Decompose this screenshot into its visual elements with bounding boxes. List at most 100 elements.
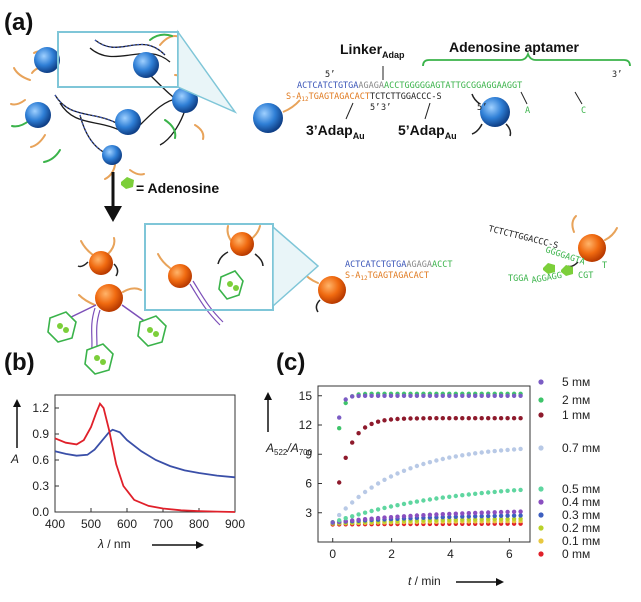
x-tick-label-c: 6 xyxy=(506,547,513,561)
data-point-c-5 xyxy=(492,510,497,515)
adenosine-label: = Adenosine xyxy=(136,180,219,196)
data-point-c-4 xyxy=(498,489,504,494)
y-tick-label-c: 15 xyxy=(299,389,313,403)
data-point-c-1 xyxy=(343,400,348,406)
data-point-c-4 xyxy=(362,510,368,515)
y-tick-label-b: 0.0 xyxy=(32,505,49,519)
data-point-c-6 xyxy=(486,513,491,519)
prime-5-top: 5’ xyxy=(325,70,335,80)
data-point-c-5 xyxy=(460,511,465,516)
data-point-c-5 xyxy=(350,518,355,523)
data-point-c-5 xyxy=(395,514,400,519)
data-point-c-0 xyxy=(330,520,335,525)
data-point-c-4 xyxy=(466,492,471,497)
x-axis-arrowhead-c xyxy=(496,578,504,586)
data-point-c-0 xyxy=(408,393,413,398)
data-point-c-2 xyxy=(440,416,445,421)
data-point-c-5 xyxy=(518,509,523,514)
lower-seq-blue: ACTCATCTGTGA xyxy=(345,260,406,270)
probe-5-label: 5’AdapAu xyxy=(398,122,457,141)
data-point-c-5 xyxy=(479,510,484,515)
data-point-c-2 xyxy=(356,431,361,436)
data-point-c-0 xyxy=(337,415,342,420)
legend-marker-2 xyxy=(538,412,544,418)
data-point-c-5 xyxy=(505,509,510,515)
data-point-c-3 xyxy=(369,485,374,490)
data-point-c-5 xyxy=(473,510,478,516)
svg-text:S-A12TGAGTAGACACT: S-A12TGAGTAGACACT xyxy=(345,271,429,282)
data-point-c-2 xyxy=(427,416,433,421)
data-point-c-5 xyxy=(375,515,381,521)
data-point-c-0 xyxy=(511,393,517,398)
data-point-c-2 xyxy=(343,455,348,460)
bottom-seq-orange-sub: 12 xyxy=(301,96,309,103)
data-point-c-2 xyxy=(453,416,458,421)
data-point-c-0 xyxy=(447,393,452,398)
data-point-c-0 xyxy=(427,393,433,398)
prime-5-right: 5’ xyxy=(477,103,487,113)
data-point-c-0 xyxy=(492,393,497,398)
data-point-c-3 xyxy=(395,471,400,476)
data-point-c-2 xyxy=(421,416,426,421)
data-point-c-2 xyxy=(395,416,400,422)
data-point-c-7 xyxy=(518,516,523,521)
data-point-c-0 xyxy=(466,393,471,398)
data-point-c-3 xyxy=(408,466,413,471)
legend-label-8: 0.1 mм xyxy=(562,534,600,548)
y-axis-label-b: A xyxy=(10,452,19,466)
top-seq-blue: ACTCATCTGTGA xyxy=(297,81,358,91)
aptamer-brace xyxy=(422,51,631,67)
data-point-c-0 xyxy=(343,397,348,402)
data-point-c-2 xyxy=(492,416,497,421)
data-point-c-3 xyxy=(492,448,497,454)
y-tick-label-c: 6 xyxy=(305,477,312,491)
data-point-c-7 xyxy=(511,516,517,522)
lower-seq-orange2: TGAGTAGACACT xyxy=(368,271,429,281)
data-point-c-3 xyxy=(421,461,426,467)
y-tick-label-c: 12 xyxy=(299,418,313,432)
bottom-seq-black: TCTCTTGGACCC-S xyxy=(370,92,442,102)
data-point-c-2 xyxy=(408,416,413,421)
data-point-c-2 xyxy=(434,416,439,421)
data-point-c-2 xyxy=(375,419,381,424)
legend-marker-0 xyxy=(538,379,544,385)
data-point-c-3 xyxy=(453,454,458,459)
data-point-c-6 xyxy=(447,514,452,520)
x-tick-label-b: 800 xyxy=(189,517,209,531)
data-point-c-2 xyxy=(369,421,374,427)
data-point-c-4 xyxy=(511,488,517,493)
x-tick-label-c: 0 xyxy=(329,547,336,561)
data-point-c-4 xyxy=(473,491,478,496)
data-point-c-2 xyxy=(362,425,368,430)
data-point-c-2 xyxy=(388,417,394,422)
bottom-seq-orange: S-A xyxy=(286,92,301,102)
data-point-c-7 xyxy=(498,516,504,522)
data-point-c-4 xyxy=(492,489,497,495)
data-point-c-3 xyxy=(447,455,452,460)
top-seq-green: ACCTGGGGGAGTATTGCGGAGGAAGGT xyxy=(384,81,522,91)
y-axis-label-c: A522/A700 xyxy=(265,441,313,457)
data-point-c-4 xyxy=(421,498,426,503)
bound-aptamer-sequence: ACTCATCTGTGAAGAGAACCT GGGGAGTA T S-A12TG… xyxy=(345,245,607,286)
zoom-wedge-top xyxy=(177,29,238,114)
data-point-c-3 xyxy=(518,446,523,452)
data-point-c-2 xyxy=(382,418,387,423)
data-point-c-2 xyxy=(414,416,420,421)
y-tick-label-b: 1.2 xyxy=(32,401,49,415)
data-point-c-4 xyxy=(479,490,484,496)
data-point-c-4 xyxy=(388,504,394,509)
data-point-c-4 xyxy=(395,503,400,508)
data-point-c-3 xyxy=(479,450,484,455)
data-point-c-3 xyxy=(498,448,504,453)
data-point-c-4 xyxy=(414,499,420,504)
data-point-c-0 xyxy=(434,393,439,398)
data-point-c-5 xyxy=(421,513,426,518)
legend-label-6: 0.3 mм xyxy=(562,508,600,522)
data-point-c-2 xyxy=(505,416,510,421)
data-point-c-3 xyxy=(427,460,433,465)
data-point-c-2 xyxy=(518,416,523,421)
data-point-c-0 xyxy=(518,393,523,398)
data-point-c-4 xyxy=(486,490,491,495)
